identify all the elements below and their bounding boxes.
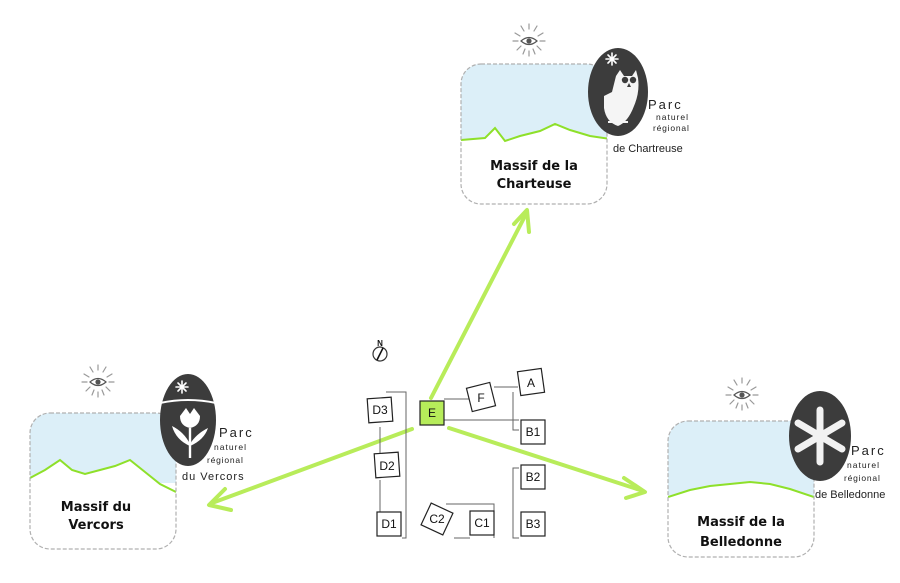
svg-text:A: A xyxy=(527,376,535,390)
svg-text:Parc: Parc xyxy=(219,425,254,440)
massif-vercors: Massif du Vercors Parc naturel régional … xyxy=(29,364,254,550)
building-c2: C2 xyxy=(420,502,454,536)
massif-title-line1: Massif du xyxy=(61,500,131,515)
massif-title-line2: Vercors xyxy=(68,518,124,533)
svg-text:naturel: naturel xyxy=(847,460,880,470)
building-d2: D2 xyxy=(373,451,401,479)
massif-title-line1: Massif de la xyxy=(490,159,578,174)
svg-text:naturel: naturel xyxy=(656,112,689,122)
massif-title-line2: Belledonne xyxy=(700,535,782,550)
building-f: F xyxy=(465,381,497,413)
svg-text:régional: régional xyxy=(653,123,690,133)
building-b2: B2 xyxy=(520,464,546,490)
svg-text:D3: D3 xyxy=(372,403,388,417)
owl-icon xyxy=(588,48,648,136)
svg-text:naturel: naturel xyxy=(214,442,247,452)
building-a: A xyxy=(516,367,546,397)
arrow-to-vercors xyxy=(207,427,414,512)
park-label-chartreuse: Parc naturel régional de Chartreuse xyxy=(613,97,690,155)
svg-text:Parc: Parc xyxy=(851,443,886,458)
eye-icon xyxy=(725,377,759,411)
svg-text:D2: D2 xyxy=(379,459,395,473)
north-indicator: N xyxy=(372,339,388,362)
massif-title-line2: Charteuse xyxy=(497,177,572,192)
building-b3: B3 xyxy=(520,511,546,537)
eye-icon xyxy=(512,23,546,57)
massif-title-line1: Massif de la xyxy=(697,515,785,530)
svg-text:C2: C2 xyxy=(429,512,445,526)
mountain-ridge xyxy=(461,122,607,143)
svg-text:B1: B1 xyxy=(526,425,541,439)
sky-panel xyxy=(461,64,607,140)
svg-text:D1: D1 xyxy=(381,517,397,531)
arrow-to-chartreuse xyxy=(429,208,531,400)
tulip-icon xyxy=(159,374,217,466)
building-b1: B1 xyxy=(520,419,546,445)
north-label: N xyxy=(377,339,383,348)
svg-text:F: F xyxy=(477,391,484,405)
site-plan: D3 E F A B1 B2 B3 C1 xyxy=(366,367,546,539)
svg-text:du Vercors: du Vercors xyxy=(182,471,245,483)
snowflake-icon xyxy=(789,391,851,481)
massif-card xyxy=(460,63,608,205)
eye-icon xyxy=(81,364,115,398)
massif-chartreuse: Massif de la Charteuse Parc naturel régi… xyxy=(460,23,690,205)
svg-text:B2: B2 xyxy=(526,470,541,484)
svg-text:E: E xyxy=(428,406,436,420)
park-label-vercors: Parc naturel régional du Vercors xyxy=(182,425,254,483)
massif-belledonne: Massif de la Belledonne Parc naturel rég… xyxy=(667,377,886,558)
building-e: E xyxy=(419,400,445,426)
arrows xyxy=(207,208,647,512)
svg-text:de Belledonne: de Belledonne xyxy=(815,489,885,501)
svg-text:B3: B3 xyxy=(526,517,541,531)
svg-text:C1: C1 xyxy=(474,516,490,530)
svg-text:régional: régional xyxy=(844,473,881,483)
svg-text:de Chartreuse: de Chartreuse xyxy=(613,143,683,155)
mountain-ridge xyxy=(30,458,176,493)
park-label-belledonne: Parc naturel régional de Belledonne xyxy=(815,443,886,501)
arrow-to-belledonne xyxy=(447,426,647,500)
svg-text:Parc: Parc xyxy=(648,97,683,112)
building-d1: D1 xyxy=(376,511,402,537)
mountain-ridge xyxy=(668,480,814,498)
building-c1: C1 xyxy=(469,510,495,536)
building-d3: D3 xyxy=(366,396,394,424)
svg-text:régional: régional xyxy=(207,455,244,465)
